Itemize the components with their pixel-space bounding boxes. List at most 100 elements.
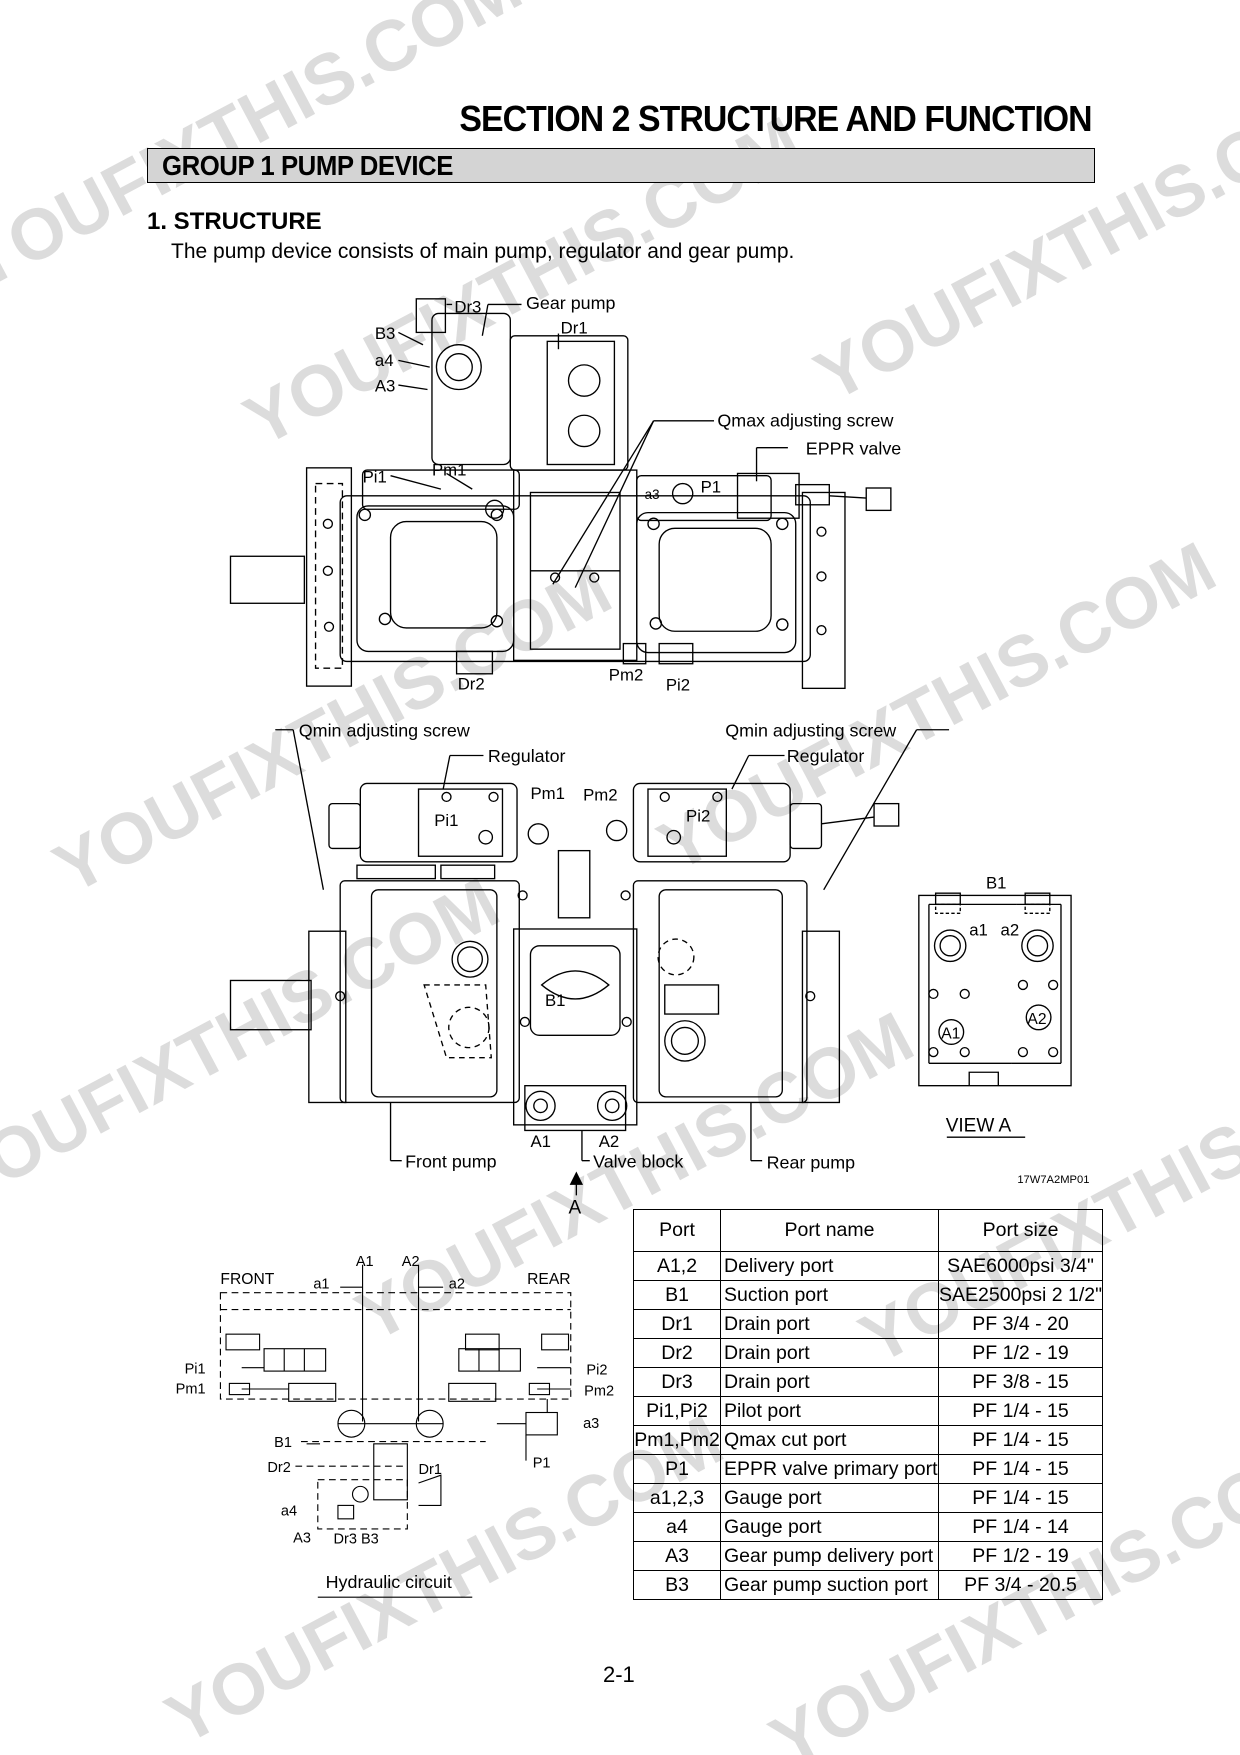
label-pi1: Pi1 xyxy=(434,811,458,830)
cell-port-size: PF 1/2 - 19 xyxy=(937,1541,1104,1571)
label-b1: B1 xyxy=(274,1435,292,1451)
cell-port-size: PF 1/4 - 15 xyxy=(937,1483,1104,1513)
label-rear: REAR xyxy=(527,1271,571,1288)
label-arrow-a: A xyxy=(569,1197,582,1218)
label-dr2: Dr2 xyxy=(267,1460,290,1476)
cell-port-name: Qmax cut port xyxy=(720,1425,939,1455)
label-dr3: Dr3 xyxy=(454,297,481,316)
label-qmin-adjusting-screw-right: Qmin adjusting screw xyxy=(725,720,896,740)
pump-top-view xyxy=(229,298,892,690)
label-pm2: Pm2 xyxy=(584,1384,614,1400)
cell-port-size: SAE2500psi 2 1/2" xyxy=(937,1280,1104,1310)
label-pi1: Pi1 xyxy=(185,1361,206,1377)
label-pm2: Pm2 xyxy=(609,666,643,685)
cell-port-name: Suction port xyxy=(720,1280,939,1310)
label-qmax-adjusting-screw: Qmax adjusting screw xyxy=(717,410,893,430)
label-a2-gauge: a2 xyxy=(1001,921,1020,940)
label-a2: A2 xyxy=(599,1132,620,1151)
cell-port-size: PF 1/4 - 15 xyxy=(937,1396,1104,1426)
label-a4: a4 xyxy=(281,1503,297,1519)
label-a1-port: A1 xyxy=(356,1254,374,1270)
label-dr1: Dr1 xyxy=(419,1462,442,1478)
label-p1: P1 xyxy=(533,1455,551,1471)
view-a-labels: B1 a1 a2 A1 A2 VIEW A 17W7A2MP01 xyxy=(941,874,1089,1186)
top-view-labels: Dr3 Gear pump Dr1 B3 a4 A3 Qmax adjustin… xyxy=(363,293,902,695)
label-pm1: Pm1 xyxy=(530,784,564,803)
label-a1: a1 xyxy=(313,1276,329,1292)
label-regulator-left: Regulator xyxy=(488,746,566,766)
group-header-bar xyxy=(147,148,1095,183)
label-rear-pump: Rear pump xyxy=(767,1153,856,1173)
cell-port-size: PF 3/4 - 20.5 xyxy=(937,1570,1104,1600)
cell-port-name: Drain port xyxy=(720,1309,939,1339)
cell-port: Pi1,Pi2 xyxy=(633,1396,721,1426)
label-pi1: Pi1 xyxy=(363,467,387,486)
label-b1: B1 xyxy=(986,874,1007,893)
column-header-port-size: Port size xyxy=(937,1209,1104,1252)
structure-intro: The pump device consists of main pump, r… xyxy=(171,240,795,263)
hydraulic-circuit-labels: A1 A2 FRONT REAR a1 a2 Pi1 Pm1 Pi2 Pm2 a… xyxy=(176,1254,614,1592)
cell-port-size: PF 1/4 - 15 xyxy=(937,1425,1104,1455)
cell-port: a1,2,3 xyxy=(633,1483,721,1513)
cell-port: Dr1 xyxy=(633,1309,721,1339)
label-a3: a3 xyxy=(583,1416,599,1432)
cell-port-name: Gear pump delivery port xyxy=(720,1541,939,1571)
label-a2: a2 xyxy=(449,1276,465,1292)
label-a1-port: A1 xyxy=(941,1026,960,1043)
cell-port-size: PF 1/2 - 19 xyxy=(937,1338,1104,1368)
label-a4: a4 xyxy=(375,351,394,370)
cell-port: Pm1,Pm2 xyxy=(633,1425,721,1455)
label-eppr-valve: EPPR valve xyxy=(806,438,902,458)
label-pm2: Pm2 xyxy=(583,785,617,804)
label-qmin-adjusting-screw-left: Qmin adjusting screw xyxy=(299,720,470,740)
cell-port: B1 xyxy=(633,1280,721,1310)
cell-port: Dr3 xyxy=(633,1367,721,1397)
cell-port: B3 xyxy=(633,1570,721,1600)
cell-port-size: PF 1/4 - 15 xyxy=(937,1454,1104,1484)
section-title: SECTION 2 STRUCTURE AND FUNCTION xyxy=(459,98,1093,139)
label-p1: P1 xyxy=(701,477,722,496)
group-title: GROUP 1 PUMP DEVICE xyxy=(162,150,453,181)
label-a1-gauge: a1 xyxy=(969,921,988,940)
label-pi2: Pi2 xyxy=(666,676,690,695)
hydraulic-circuit-diagram xyxy=(219,1264,572,1598)
label-a3-gauge: a3 xyxy=(645,487,660,502)
drawing-code: 17W7A2MP01 xyxy=(1017,1174,1089,1186)
label-dr3-b3: Dr3 B3 xyxy=(333,1531,378,1547)
label-dr1: Dr1 xyxy=(561,319,588,338)
cell-port-name: Drain port xyxy=(720,1338,939,1368)
label-gear-pump: Gear pump xyxy=(526,293,616,313)
label-valve-block: Valve block xyxy=(593,1151,683,1171)
column-header-port-name: Port name xyxy=(720,1209,939,1252)
label-front-pump: Front pump xyxy=(405,1151,497,1171)
structure-heading: 1. STRUCTURE xyxy=(147,208,322,235)
cell-port: A3 xyxy=(633,1541,721,1571)
label-pi2: Pi2 xyxy=(686,807,710,826)
label-pm1: Pm1 xyxy=(432,461,466,480)
label-a2-port: A2 xyxy=(402,1254,420,1270)
cell-port-name: Drain port xyxy=(720,1367,939,1397)
cell-port-name: Gauge port xyxy=(720,1512,939,1542)
label-a3-port: A3 xyxy=(375,377,396,396)
cell-port: a4 xyxy=(633,1512,721,1542)
page-number: 2-1 xyxy=(603,1662,635,1687)
label-pm1: Pm1 xyxy=(176,1381,206,1397)
cell-port-name: Delivery port xyxy=(720,1251,939,1281)
view-a-caption: VIEW A xyxy=(946,1116,1012,1137)
cell-port: Dr2 xyxy=(633,1338,721,1368)
pump-front-view xyxy=(229,729,950,1196)
label-front: FRONT xyxy=(220,1271,274,1288)
label-pi2: Pi2 xyxy=(586,1362,607,1378)
cell-port-size: PF 1/4 - 14 xyxy=(937,1512,1104,1542)
